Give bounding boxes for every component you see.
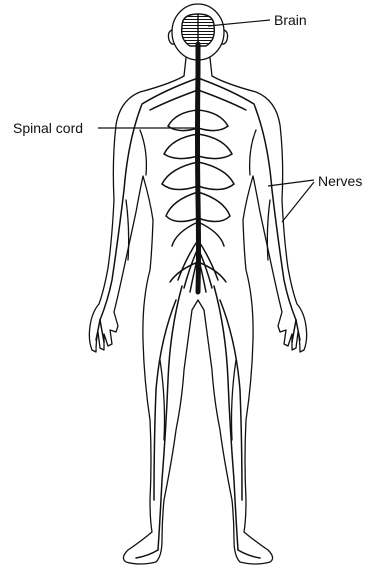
nerves-leader-line-upper xyxy=(268,180,314,186)
label-leader-lines xyxy=(98,20,314,222)
nerves-leader-line-lower xyxy=(282,182,314,222)
brain-leader-line xyxy=(208,20,270,26)
brain-label: Brain xyxy=(274,12,307,28)
spinal-cord-illustration xyxy=(198,44,199,292)
brain-illustration xyxy=(182,14,215,46)
nerves-label: Nerves xyxy=(318,173,362,189)
spinal-cord-label: Spinal cord xyxy=(13,120,83,136)
